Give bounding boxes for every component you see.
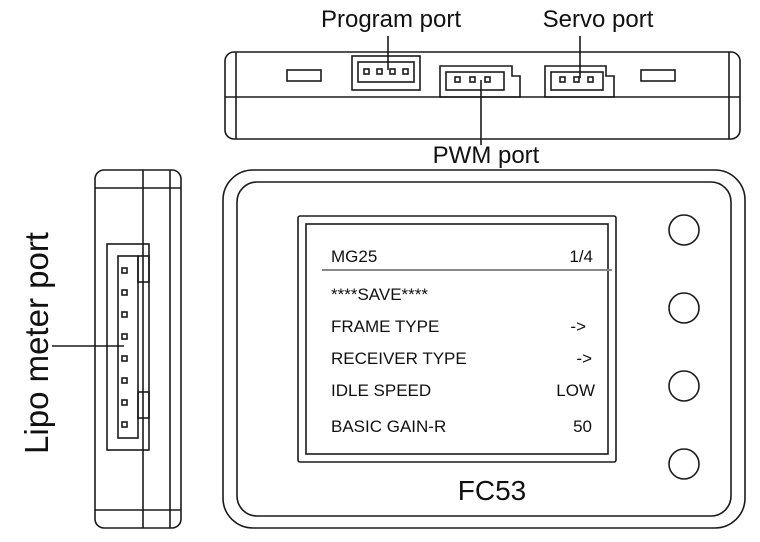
lipo-port-label: Lipo meter port	[18, 232, 55, 454]
side-view-body	[94, 169, 182, 529]
lcd-row-value: 50	[573, 417, 592, 436]
front-inner-bezel	[236, 181, 732, 517]
lcd-row-value: ->	[570, 317, 586, 336]
left-slot	[286, 69, 322, 82]
program-port-connector	[351, 55, 421, 91]
lipo-port-connector	[106, 243, 150, 451]
lcd-screen	[305, 223, 609, 455]
lcd-row-value: ->	[576, 349, 592, 368]
pwm-port-label: PWM port	[433, 142, 540, 169]
lcd-row-label: BASIC GAIN-R	[331, 417, 446, 436]
front-view	[222, 169, 746, 529]
lcd-header-right: 1/4	[569, 247, 593, 266]
lcd-row-label: FRAME TYPE	[331, 317, 439, 336]
button-4[interactable]	[668, 448, 700, 480]
button-1[interactable]	[668, 214, 700, 246]
button-3[interactable]	[668, 370, 700, 402]
side-view	[52, 169, 182, 529]
device-model-label: FC53	[458, 475, 526, 506]
pwm-port-connector	[439, 65, 521, 98]
lcd-row-value: LOW	[556, 381, 595, 400]
servo-port-label: Servo port	[543, 6, 654, 33]
front-outer-body	[222, 169, 746, 529]
lcd-row-label: ****SAVE****	[331, 285, 428, 304]
program-port-label: Program port	[321, 6, 461, 33]
top-view-body	[224, 51, 741, 140]
lcd-frame	[297, 215, 617, 463]
top-view	[224, 36, 741, 145]
button-2[interactable]	[668, 292, 700, 324]
lcd-row-label: RECEIVER TYPE	[331, 349, 467, 368]
right-slot	[640, 69, 676, 82]
lcd-row-label: IDLE SPEED	[331, 381, 431, 400]
servo-port-connector	[544, 65, 615, 98]
lcd-header-left: MG25	[331, 247, 377, 266]
